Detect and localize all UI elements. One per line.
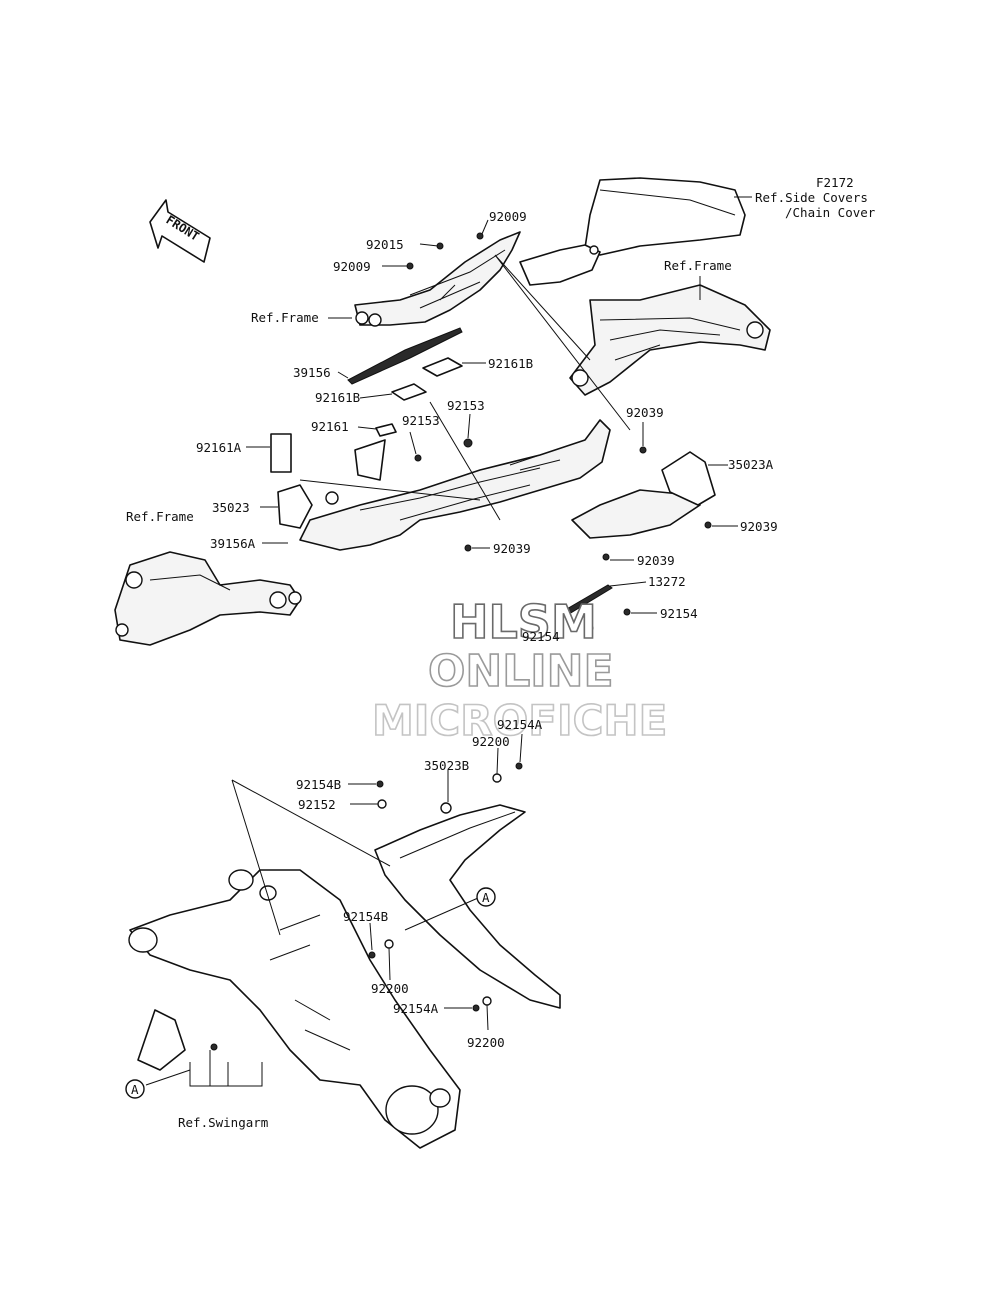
chain-cover-35023B-part [374, 802, 561, 1009]
label-92039-lower: 92039 [493, 541, 531, 556]
swingarm-part [128, 869, 461, 1149]
label-39156A: 39156A [210, 536, 256, 551]
upper-bracket-part [354, 231, 521, 327]
bolt-92154-center-icon [586, 624, 594, 632]
watermark: HLSM ONLINE MICROFICHE [371, 594, 668, 746]
label-92161: 92161 [311, 419, 349, 434]
label-92154B-top: 92154B [296, 777, 341, 792]
ref-frame-left-upper-label: Ref.Frame [251, 310, 319, 325]
front-arrow-icon: FRONT [149, 199, 211, 263]
label-92009-left: 92009 [333, 259, 371, 274]
watermark-line1: HLSM [450, 595, 597, 649]
bolt-swingarm-icon [210, 1043, 218, 1051]
label-35023B: 35023B [424, 758, 469, 773]
label-92154-center: 92154 [522, 629, 560, 644]
label-92152: 92152 [298, 797, 336, 812]
label-92200-top: 92200 [472, 734, 510, 749]
label-35023A: 35023A [728, 457, 774, 472]
bolt-92154-right-icon [623, 608, 631, 616]
watermark-line2: ONLINE [428, 646, 614, 697]
bolt-92039-right-icon [704, 521, 712, 529]
washer-92200-top-icon [492, 773, 502, 783]
bolt-92039-lower-icon [464, 544, 472, 552]
label-92153-right: 92153 [447, 398, 485, 413]
strip-39156-part [347, 327, 463, 385]
label-92161B-left: 92161B [315, 390, 360, 405]
side-cover-part [519, 177, 746, 286]
bolt-92154B-top-icon [376, 780, 384, 788]
ref-side-covers-label: Ref.Side Covers [755, 190, 868, 205]
pad-92161B-upper [422, 357, 463, 377]
svg-text:A: A [131, 1082, 139, 1097]
label-92154A-bottom: 92154A [393, 1001, 439, 1016]
ref-frame-left-lower-label: Ref.Frame [126, 509, 194, 524]
cover-35023A-part [571, 451, 716, 539]
label-92200-mid: 92200 [371, 981, 409, 996]
cover-35023-part [277, 419, 611, 551]
bolt-92039-bottom-icon [602, 553, 610, 561]
label-92154B-mid: 92154B [343, 909, 388, 924]
watermark-line3: MICROFICHE [372, 696, 667, 745]
leader-lines [145, 196, 752, 1087]
bolt-92153-left-icon [414, 454, 422, 462]
bolt-92154A-top-icon [515, 762, 523, 770]
callout-A-right: A [476, 887, 496, 907]
bolt-92153-right-icon [463, 438, 473, 448]
bolt-92009-top-icon [476, 232, 484, 240]
bolt-92039-upper-icon [639, 446, 647, 454]
label-39156: 39156 [293, 365, 331, 380]
label-92154-right: 92154 [660, 606, 698, 621]
callout-A-left: A [125, 1079, 145, 1099]
washer-92200-mid-icon [384, 939, 394, 949]
pad-92161 [375, 423, 397, 437]
bolt-92154B-mid-icon [368, 951, 376, 959]
label-92200-bottom: 92200 [467, 1035, 505, 1050]
label-92161A: 92161A [196, 440, 242, 455]
label-92039-bottom: 92039 [637, 553, 675, 568]
label-92009-top: 92009 [489, 209, 527, 224]
figure-code: F2172 [816, 175, 854, 190]
label-92039-upper: 92039 [626, 405, 664, 420]
washer-92200-bottom-icon [482, 996, 492, 1006]
label-35023: 35023 [212, 500, 250, 515]
ref-frame-top-right-label: Ref.Frame [664, 258, 732, 273]
rod-13272-part [564, 584, 613, 615]
fasteners [210, 232, 712, 1051]
pad-92161A [270, 433, 292, 473]
nut-92152-icon [377, 799, 387, 809]
frame-left-lower-part [114, 551, 302, 646]
label-92154A-top: 92154A [497, 717, 543, 732]
part-labels: F2172 Ref.Side Covers /Chain Cover Ref.F… [126, 175, 876, 1130]
svg-text:A: A [482, 890, 490, 905]
ref-swingarm-label: Ref.Swingarm [178, 1115, 268, 1130]
label-92015: 92015 [366, 237, 404, 252]
ref-chain-cover-label: /Chain Cover [785, 205, 876, 220]
label-13272: 13272 [648, 574, 686, 589]
label-92153-left: 92153 [402, 413, 440, 428]
frame-top-right-part [569, 284, 771, 396]
label-92161B-right: 92161B [488, 356, 533, 371]
bolt-92154A-bottom-icon [472, 1004, 480, 1012]
label-92039-right: 92039 [740, 519, 778, 534]
pad-92161B-lower [391, 383, 427, 401]
